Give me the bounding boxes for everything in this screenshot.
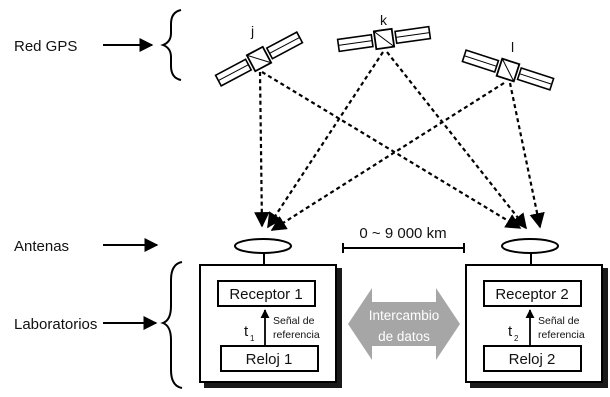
signal-l-to-antenna2 — [508, 82, 545, 229]
receptor-1-box — [217, 280, 316, 307]
reloj-2-box — [483, 345, 582, 372]
lab-2 — [465, 264, 608, 388]
signal-l-to-antenna1 — [270, 82, 505, 231]
labs-brace — [160, 261, 183, 389]
laboratorios-label: Laboratorios — [14, 316, 97, 333]
t1-subscript: 1 — [250, 334, 255, 343]
satellite-j-label: j — [250, 23, 254, 39]
receptor-2-box — [483, 280, 582, 307]
signal-ref-2-line1: Señal de — [538, 315, 580, 327]
signal-k-to-antenna2 — [386, 51, 527, 230]
reloj-2-label: Reloj 2 — [509, 351, 556, 368]
distance-label: 0 ~ 9 000 km — [359, 225, 446, 242]
signal-j-to-antenna2 — [261, 71, 522, 229]
red-gps-label: Red GPS — [14, 38, 77, 55]
t1-label: t — [244, 323, 249, 340]
exchange-line1: Intercambio — [369, 308, 440, 323]
satellite-j — [214, 31, 304, 87]
data-exchange-arrow — [348, 288, 460, 360]
signal-k-to-antenna1 — [267, 51, 384, 229]
t2-label: t — [508, 323, 513, 340]
signal-ref-2-line2: referencia — [538, 329, 585, 341]
satellite-k-label: k — [380, 12, 388, 28]
distance-indicator — [342, 243, 465, 253]
satellite-k — [336, 25, 432, 53]
t2-subscript: 2 — [514, 334, 519, 343]
lab-1 — [199, 264, 342, 388]
exchange-line2: de datos — [378, 329, 430, 344]
reloj-1-box — [220, 345, 319, 372]
signal-j-to-antenna1 — [254, 71, 270, 228]
receptor-1-label: Receptor 1 — [229, 286, 302, 303]
reloj-1-label: Reloj 1 — [246, 351, 293, 368]
antenas-label: Antenas — [14, 238, 69, 255]
signal-ref-1-line2: referencia — [273, 329, 320, 341]
satellite-l-label: l — [511, 39, 514, 55]
satellite-l — [461, 49, 555, 91]
signal-ref-1-line1: Señal de — [273, 315, 315, 327]
receptor-2-label: Receptor 2 — [495, 286, 568, 303]
gps-brace — [160, 9, 182, 81]
signal-paths — [254, 51, 545, 231]
